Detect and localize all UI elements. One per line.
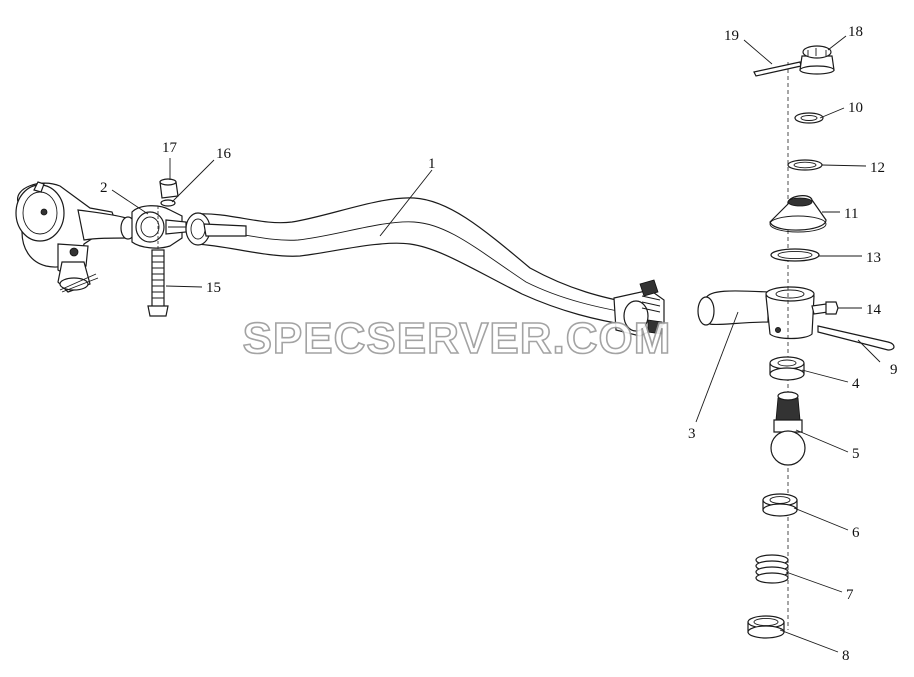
callout-17: 17 bbox=[162, 140, 178, 156]
callout-4: 4 bbox=[852, 376, 860, 392]
callout-10: 10 bbox=[848, 100, 863, 116]
callout-5: 5 bbox=[852, 446, 860, 462]
lower-bearing bbox=[762, 493, 798, 517]
callout-13: 13 bbox=[866, 250, 881, 266]
callout-18: 18 bbox=[848, 24, 863, 40]
callout-2: 2 bbox=[100, 180, 108, 196]
cotter-pin-top bbox=[753, 61, 802, 77]
left-tie-rod-end bbox=[15, 181, 136, 293]
callout-14: 14 bbox=[866, 302, 882, 318]
clamp-nut bbox=[159, 178, 179, 199]
seal-ring bbox=[787, 159, 823, 171]
watermark: SPECSERVER.COM bbox=[243, 314, 672, 363]
cotter-pin-side bbox=[817, 325, 895, 351]
dust-boot bbox=[769, 195, 827, 233]
callout-19: 19 bbox=[724, 28, 739, 44]
callout-6: 6 bbox=[852, 525, 860, 541]
callout-16: 16 bbox=[216, 146, 232, 162]
clamp-bolt bbox=[147, 206, 169, 317]
callout-7: 7 bbox=[846, 587, 854, 603]
clamp bbox=[131, 205, 187, 249]
upper-washer bbox=[794, 112, 824, 124]
leader-lines bbox=[111, 35, 881, 653]
castle-nut bbox=[799, 45, 835, 75]
spring bbox=[755, 554, 789, 584]
callout-3: 3 bbox=[688, 426, 696, 442]
callout-11: 11 bbox=[844, 206, 858, 222]
callout-8: 8 bbox=[842, 648, 850, 664]
bearing-seat bbox=[769, 356, 805, 381]
callout-labels: 1 2 3 4 5 6 7 8 9 10 11 12 13 14 15 16 1… bbox=[100, 24, 898, 664]
tie-rod-tube bbox=[185, 197, 665, 337]
callout-15: 15 bbox=[206, 280, 221, 296]
right-tie-rod-end bbox=[697, 286, 839, 340]
ball-stud bbox=[770, 391, 806, 466]
callout-1: 1 bbox=[428, 156, 436, 172]
callout-12: 12 bbox=[870, 160, 885, 176]
end-cap bbox=[747, 615, 785, 639]
clamp-washer bbox=[160, 199, 176, 207]
lower-seal-ring bbox=[770, 248, 820, 262]
callout-9: 9 bbox=[890, 362, 898, 378]
